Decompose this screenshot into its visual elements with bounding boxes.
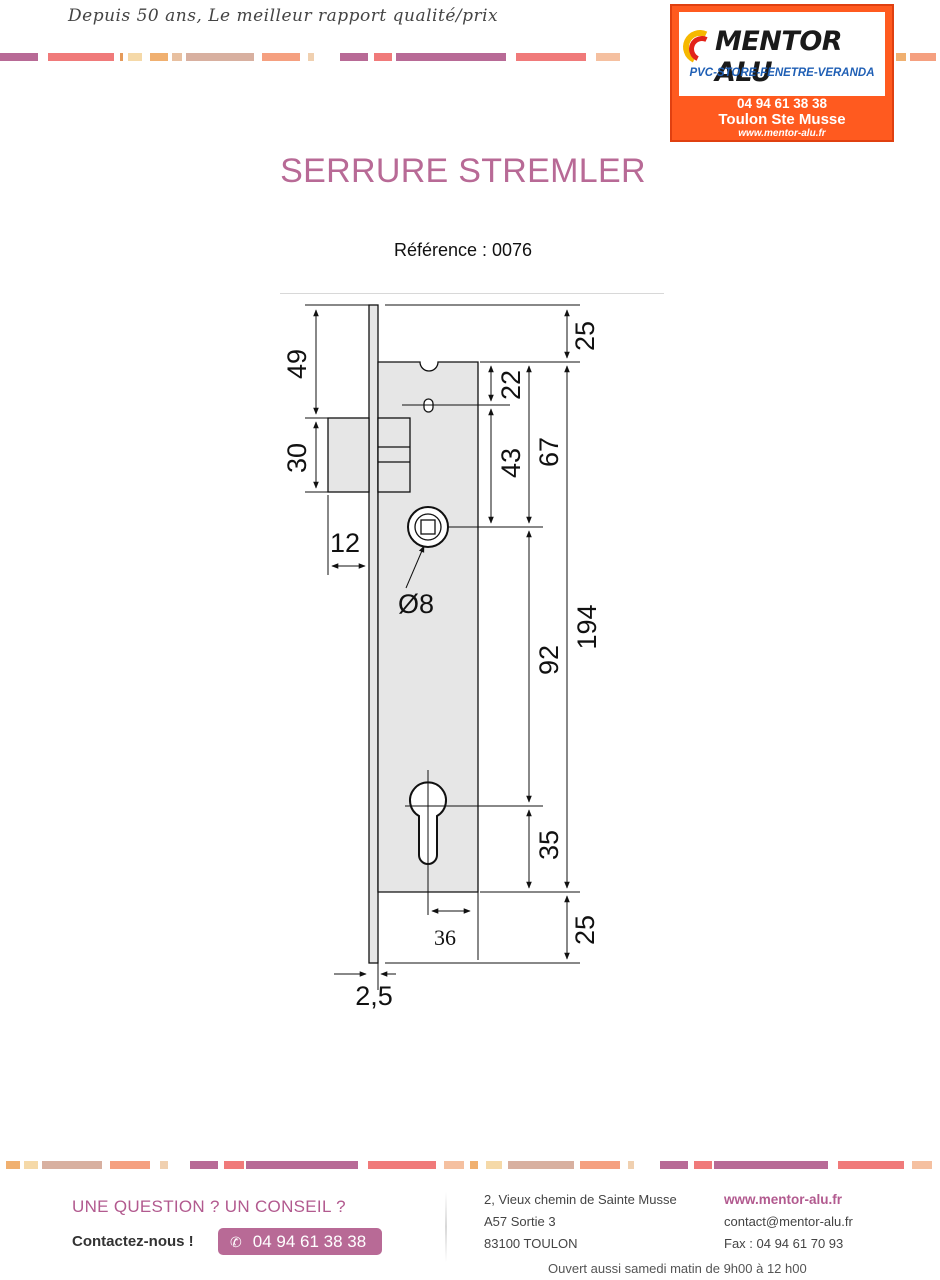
lock-case bbox=[377, 361, 479, 893]
dim-bolt-projection: 12 bbox=[330, 528, 360, 558]
logo-name: MENTOR ALU bbox=[715, 26, 843, 88]
email-link[interactable]: contact@mentor-alu.fr bbox=[724, 1214, 853, 1229]
address-line1: 2, Vieux chemin de Sainte Musse bbox=[484, 1192, 677, 1207]
phone-icon: ✆ bbox=[230, 1234, 242, 1250]
divider bbox=[280, 293, 664, 294]
company-logo: MENTOR ALU PVC-STORE-FENETRE-VERANDA 04 … bbox=[670, 4, 894, 142]
top-right-stripe bbox=[896, 53, 940, 61]
dim-case-to-spindle: 67 bbox=[534, 437, 564, 467]
top-decorative-stripe bbox=[0, 53, 660, 61]
dim-plate-thickness: 2,5 bbox=[355, 981, 393, 1011]
product-title: SERRURE STREMLER bbox=[280, 152, 646, 190]
tagline: Depuis 50 ans, Le meilleur rapport quali… bbox=[68, 6, 499, 26]
face-plate bbox=[368, 304, 379, 964]
dim-backset: 36 bbox=[434, 925, 456, 950]
address-line3: 83100 TOULON bbox=[484, 1236, 578, 1251]
address-line2: A57 Sortie 3 bbox=[484, 1214, 556, 1229]
dim-latch-to-spindle: 43 bbox=[496, 448, 526, 478]
footer-question: UNE QUESTION ? UN CONSEIL ? bbox=[72, 1197, 346, 1216]
bottom-decorative-stripe bbox=[0, 1161, 940, 1169]
dim-bottom-offset: 25 bbox=[570, 915, 600, 945]
lock-technical-drawing: 49 30 25 22 43 67 194 92 35 25 12 Ø8 2,5… bbox=[282, 304, 602, 1011]
dim-spindle-to-cylinder: 92 bbox=[534, 645, 564, 675]
contact-label: Contactez-nous ! bbox=[72, 1233, 194, 1250]
logo-phone: 04 94 61 38 38 bbox=[736, 96, 828, 111]
footer-separator bbox=[445, 1192, 447, 1262]
website-link[interactable]: www.mentor-alu.fr bbox=[724, 1192, 843, 1207]
fax-number: Fax : 04 94 61 70 93 bbox=[724, 1236, 844, 1251]
dim-bolt-height: 30 bbox=[282, 443, 312, 473]
dead-bolt bbox=[327, 417, 370, 493]
logo-subtitle: PVC-STORE-FENETRE-VERANDA bbox=[689, 67, 875, 79]
opening-hours: Ouvert aussi samedi matin de 9h00 à 12 h… bbox=[548, 1261, 807, 1276]
phone-button[interactable]: ✆ 04 94 61 38 38 bbox=[218, 1228, 382, 1255]
logo-location: Toulon Ste Musse bbox=[718, 111, 846, 128]
product-reference: Référence : 0076 bbox=[393, 240, 533, 260]
dim-cylinder-to-bottom: 35 bbox=[534, 830, 564, 860]
phone-number: 04 94 61 38 38 bbox=[252, 1232, 367, 1251]
logo-website: www.mentor-alu.fr bbox=[738, 128, 826, 139]
dim-spindle-diameter: Ø8 bbox=[398, 589, 434, 619]
dim-bolt-top: 49 bbox=[282, 349, 312, 379]
dim-top-offset: 25 bbox=[570, 321, 600, 351]
dim-total-height: 194 bbox=[572, 604, 602, 649]
dim-spindle-from-top: 22 bbox=[496, 370, 526, 400]
